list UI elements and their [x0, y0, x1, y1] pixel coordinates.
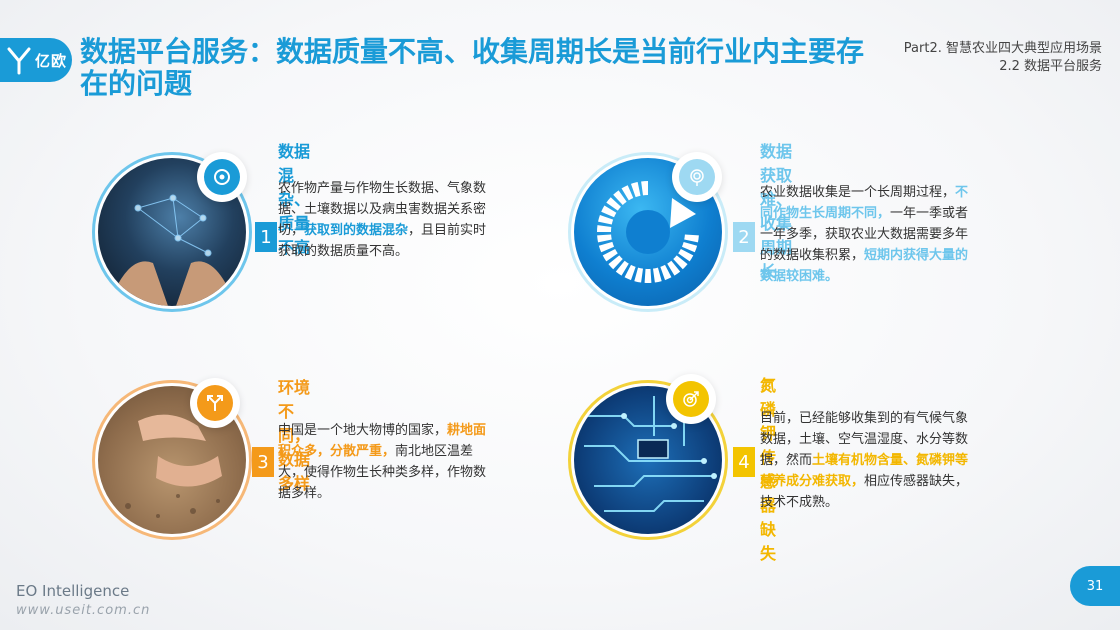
- card-3-number: 3: [252, 447, 274, 477]
- breadcrumb-subsection: 2.2 数据平台服务: [999, 59, 1102, 74]
- watermark: www.useit.com.cn: [16, 603, 151, 618]
- brand-logo: 亿欧: [0, 38, 72, 82]
- card-3-highlight: 耕地面积众多，分散严重，: [278, 423, 487, 459]
- card-3-badge: [190, 378, 240, 428]
- card-2-title: 数据获取难、收集周期长: [760, 142, 793, 281]
- refresh-arrow-icon: [597, 181, 699, 283]
- card-2-highlight: 不同作物生长周期不同，: [760, 185, 969, 221]
- card-1-highlight: 获取到的数据混杂: [304, 223, 409, 238]
- card-4-highlight: 土壤有机物含量、氮磷钾等营养成分难获取，: [760, 453, 969, 489]
- spiral-icon: [690, 169, 704, 186]
- card-1-badge: [197, 152, 247, 202]
- card-4-title: 氮磷钾传感器缺失: [760, 376, 777, 563]
- logo-text: 亿欧: [35, 51, 68, 70]
- card-2-body: 农业数据收集是一个长周期过程，不同作物生长周期不同，一年一季或者一年多季，获取农…: [760, 185, 969, 284]
- card-4-badge: [666, 374, 716, 424]
- circuit-board-icon: [584, 396, 717, 512]
- card-4-body: 目前，已经能够收集到的有气候气象数据，土壤、空气温湿度、水分等数据，然而土壤有机…: [760, 411, 969, 510]
- card-2-image-frame: [568, 152, 728, 312]
- breadcrumb: Part2. 智慧农业四大典型应用场景 2.2 数据平台服务: [904, 40, 1102, 76]
- card-3-title: 环境不同，数据多样: [278, 378, 311, 493]
- logo-mark-icon: [7, 47, 31, 75]
- hands-soil-icon: [125, 414, 222, 518]
- breadcrumb-section: Part2. 智慧农业四大典型应用场景: [903, 41, 1102, 56]
- page-title: 数据平台服务：数据质量不高、收集周期长是当前行业内主要存在的问题: [80, 35, 865, 100]
- card-1-title: 数据混杂、质量不高: [278, 142, 311, 257]
- target-arrow-icon: [683, 391, 699, 407]
- card-2-highlight-2: 短期内获得大量的数据较困难。: [760, 248, 969, 284]
- card-4-number: 4: [733, 447, 755, 477]
- card-2-number: 2: [733, 222, 755, 252]
- target-icon: [214, 169, 230, 185]
- card-3-body: 中国是一个地大物博的国家，耕地面积众多，分散严重，南北地区温差大，使得作物生长种…: [278, 423, 487, 501]
- page-number: 31: [1070, 566, 1120, 606]
- card-1-number: 1: [255, 222, 277, 252]
- split-arrows-icon: [207, 395, 223, 411]
- footer-brand: EO Intelligence: [16, 582, 130, 600]
- card-2-badge: [672, 152, 722, 202]
- card-1-body: 农作物产量与作物生长数据、气象数据、土壤数据以及病虫害数据关系密切，获取到的数据…: [278, 181, 487, 259]
